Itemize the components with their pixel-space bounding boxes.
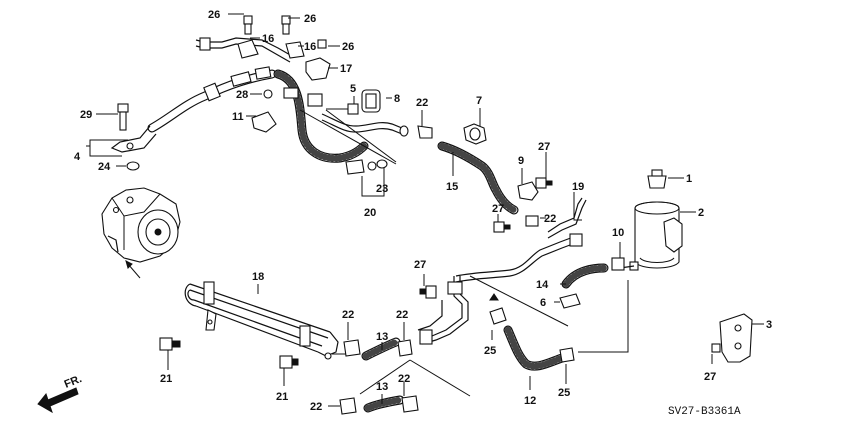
label-13: 13 xyxy=(376,331,388,343)
label-16: 16 xyxy=(304,41,316,53)
label-22: 22 xyxy=(342,309,354,321)
label-26: 26 xyxy=(342,41,354,53)
label-22: 22 xyxy=(544,213,556,225)
label-15: 15 xyxy=(446,181,458,193)
power-steering-pump xyxy=(101,187,181,279)
label-3: 3 xyxy=(766,319,772,331)
label-24: 24 xyxy=(98,161,111,173)
label-17: 17 xyxy=(340,63,352,75)
bolts-21 xyxy=(159,337,299,369)
label-29: 29 xyxy=(80,109,92,121)
label-10: 10 xyxy=(612,227,624,239)
label-6: 6 xyxy=(540,297,546,309)
label-25: 25 xyxy=(558,387,570,399)
label-22: 22 xyxy=(416,97,428,109)
label-28: 28 xyxy=(236,89,248,101)
direction-label: FR. xyxy=(63,373,84,391)
label-8: 8 xyxy=(394,93,400,105)
label-23: 23 xyxy=(376,183,388,195)
leader-lines xyxy=(86,13,764,407)
label-26: 26 xyxy=(304,13,316,25)
pipe-19 xyxy=(455,197,587,283)
label-2: 2 xyxy=(698,207,704,219)
return-hose-15 xyxy=(437,141,539,233)
diagram-code: SV27-B3361A xyxy=(668,406,741,418)
label-21: 21 xyxy=(276,391,288,403)
oil-cooler-18 xyxy=(184,281,346,360)
label-16: 16 xyxy=(262,33,274,45)
label-5: 5 xyxy=(350,83,356,95)
front-direction-arrow: FR. xyxy=(37,373,84,414)
lower-hoses-13 xyxy=(339,337,419,415)
label-22: 22 xyxy=(310,401,322,413)
label-22: 22 xyxy=(398,373,410,385)
label-27: 27 xyxy=(538,141,550,153)
label-1: 1 xyxy=(686,173,692,185)
label-7: 7 xyxy=(476,95,482,107)
label-26: 26 xyxy=(208,9,220,21)
label-27: 27 xyxy=(704,371,716,383)
label-22: 22 xyxy=(396,309,408,321)
bracket-3 xyxy=(711,313,753,363)
label-27: 27 xyxy=(492,203,504,215)
label-20: 20 xyxy=(364,207,376,219)
label-11: 11 xyxy=(232,111,244,123)
reservoir-tank xyxy=(619,169,683,271)
label-21: 21 xyxy=(160,373,172,385)
label-18: 18 xyxy=(252,271,264,283)
high-pressure-hose-assembly xyxy=(110,37,409,163)
center-pipe-assembly xyxy=(417,276,575,371)
label-25: 25 xyxy=(484,345,496,357)
label-13: 13 xyxy=(376,381,388,393)
hose-14-and-clamps xyxy=(559,257,625,309)
label-19: 19 xyxy=(572,181,584,193)
label-27: 27 xyxy=(414,259,426,271)
label-14: 14 xyxy=(536,279,549,291)
small-parts-upper xyxy=(117,15,553,201)
label-9: 9 xyxy=(518,155,524,167)
label-12: 12 xyxy=(524,395,536,407)
part-labels: 26 26 16 16 26 17 28 5 8 11 29 4 24 22 7… xyxy=(74,9,772,418)
label-4: 4 xyxy=(74,151,81,163)
